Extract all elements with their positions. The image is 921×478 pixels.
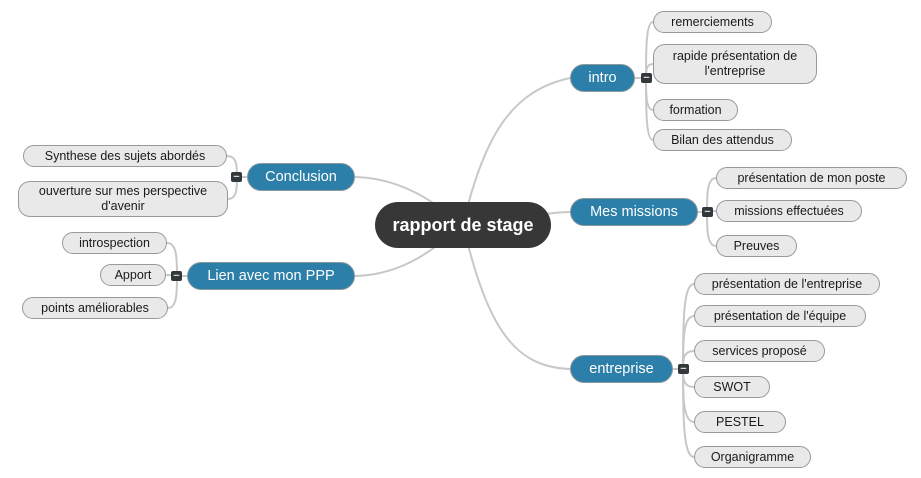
child-node-organigramme[interactable]: Organigramme [694,446,811,468]
branch-node-intro[interactable]: intro [570,64,635,92]
child-node-remerciements[interactable]: remerciements [653,11,772,33]
minus-glyph: − [704,205,711,218]
child-node-bilan-des-attendus[interactable]: Bilan des attendus [653,129,792,151]
child-node-presentation-de-l-entreprise[interactable]: présentation de l'entreprise [694,273,880,295]
child-node-points-ameliorables[interactable]: points améliorables [22,297,168,319]
child-node-formation[interactable]: formation [653,99,738,121]
child-node-presentation-de-mon-poste[interactable]: présentation de mon poste [716,167,907,189]
branch-node-lien-avec-mon-ppp[interactable]: Lien avec mon PPP [187,262,355,290]
minus-glyph: − [173,269,180,282]
child-node-ouverture-perspective-avenir[interactable]: ouverture sur mes perspective d'avenir [18,181,228,217]
minus-glyph: − [643,71,650,84]
branch-node-conclusion[interactable]: Conclusion [247,163,355,191]
minus-glyph: − [680,362,687,375]
child-node-preuves[interactable]: Preuves [716,235,797,257]
collapse-minus-icon[interactable]: − [678,362,689,375]
child-node-swot[interactable]: SWOT [694,376,770,398]
root-node-rapport-de-stage[interactable]: rapport de stage [375,202,551,248]
child-node-pestel[interactable]: PESTEL [694,411,786,433]
branch-node-mes-missions[interactable]: Mes missions [570,198,698,226]
child-node-presentation-de-l-equipe[interactable]: présentation de l'équipe [694,305,866,327]
child-node-synthese-des-sujets-abordes[interactable]: Synthese des sujets abordés [23,145,227,167]
collapse-minus-icon[interactable]: − [231,170,242,183]
child-node-introspection[interactable]: introspection [62,232,167,254]
collapse-minus-icon[interactable]: − [171,269,182,282]
child-node-missions-effectuees[interactable]: missions effectuées [716,200,862,222]
minus-glyph: − [233,170,240,183]
child-node-apport[interactable]: Apport [100,264,166,286]
collapse-minus-icon[interactable]: − [641,71,652,84]
child-node-rapide-presentation[interactable]: rapide présentation de l'entreprise [653,44,817,84]
collapse-minus-icon[interactable]: − [702,205,713,218]
child-node-services-propose[interactable]: services proposé [694,340,825,362]
branch-node-entreprise[interactable]: entreprise [570,355,673,383]
